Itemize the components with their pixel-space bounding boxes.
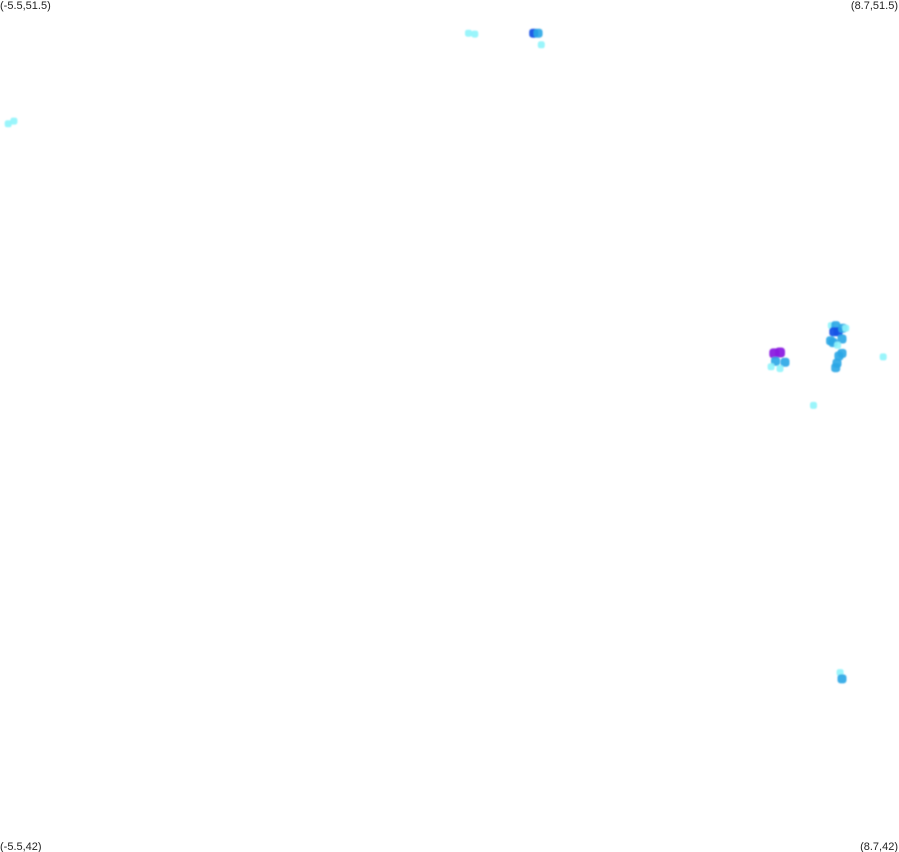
- corner-label-top-right: (8.7,51.5): [850, 0, 898, 12]
- corner-label-bottom-right: (8.7,42): [860, 841, 898, 852]
- hotspot-low: [810, 401, 817, 409]
- hotspot-medium: [831, 363, 841, 373]
- hotspot-low: [834, 341, 842, 349]
- hotspot-medium: [533, 28, 543, 38]
- hotspot-group: [4, 28, 887, 684]
- hotspot-low: [4, 120, 12, 128]
- corner-label-bottom-left: (-5.5,42): [0, 841, 42, 852]
- corner-label-top-left: (-5.5,51.5): [0, 0, 51, 12]
- hotspot-medium: [837, 334, 847, 344]
- hotspot-low: [465, 29, 472, 37]
- hotspot-low: [537, 41, 545, 49]
- hotspot-low: [471, 30, 479, 38]
- hotspot-low: [836, 669, 844, 677]
- hotspot-low: [10, 117, 18, 125]
- hotspot-low: [776, 365, 784, 373]
- hotspot-medium: [780, 357, 790, 367]
- hotspot-low: [879, 353, 887, 361]
- hotspot-low: [767, 363, 775, 371]
- hotspot-medium: [837, 674, 847, 684]
- hotspot-low: [842, 324, 850, 332]
- hotspot-peak: [775, 347, 785, 358]
- hotspot-medium: [834, 351, 844, 361]
